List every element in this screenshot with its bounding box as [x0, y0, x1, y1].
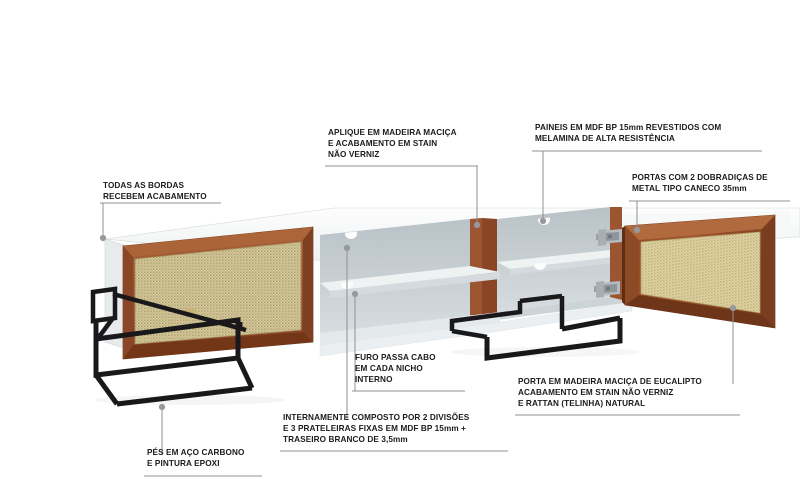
annotation-line: MELAMINA DE ALTA RESISTÊNCIA: [535, 132, 675, 143]
edge-finishing-note: TODAS AS BORDAS RECEBEM ACABAMENTO: [103, 181, 207, 201]
cabinet-wood-divider-face: [482, 218, 497, 320]
internal-composition-note: INTERNAMENTE COMPOSTO POR 2 DIVISÕES E 3 …: [283, 412, 470, 444]
leader-dot-dobradicas: [633, 226, 641, 234]
leader-dot-aplique: [473, 221, 481, 229]
annotation-line: TODAS AS BORDAS: [103, 181, 185, 190]
annotation-line: E RATTAN (TELINHA) NATURAL: [518, 399, 645, 408]
cabinet-bottom-edge: [319, 301, 633, 357]
cable-hole-icon-1: [345, 231, 358, 240]
annotation-line: FURO PASSA CABO: [355, 353, 436, 362]
leader-dot-furo: [351, 290, 359, 298]
right-door-frame-right-bevel: [762, 215, 775, 328]
annotation-line: RECEBEM ACABAMENTO: [103, 192, 207, 201]
annotation-line: EM CADA NICHO: [355, 364, 423, 373]
right-door-thickness-edge: [622, 226, 625, 305]
annotation-line: TRASEIRO BRANCO DE 3,5mm: [283, 435, 408, 444]
shadow-left: [95, 395, 285, 405]
annotation-line: E PINTURA EPOXI: [147, 459, 220, 468]
right-door-open[interactable]: [622, 214, 776, 329]
annotation-line: E 3 PRATELEIRAS FIXAS EM MDF BP 15mm +: [283, 424, 466, 433]
annotation-line: INTERNO: [355, 375, 393, 384]
solid-wood-applique-note: APLIQUE EM MADEIRA MACIÇA E ACABAMENTO EM…: [328, 128, 457, 159]
right-door-frame-left-bevel: [625, 226, 639, 305]
left-door-rattan-panel: [134, 241, 302, 345]
right-door-rattan-shading: [641, 232, 760, 313]
annotation-line: METAL TIPO CANECO 35mm: [632, 184, 747, 193]
annotation-line: E ACABAMENTO EM STAIN: [328, 139, 437, 148]
leader-dot-paineis: [539, 217, 547, 225]
left-door-frame-left-bevel: [123, 246, 133, 359]
annotation-line: APLIQUE EM MADEIRA MACIÇA: [328, 128, 457, 137]
annotation-line: NÃO VERNIZ: [328, 149, 380, 159]
cable-hole-icon-4: [534, 262, 547, 271]
left-steel-leg: [90, 286, 255, 407]
hinge-lower-icon: [594, 281, 620, 298]
leader-dot-interno: [343, 244, 351, 252]
right-door-rattan-panel: [640, 231, 761, 314]
annotation-line: PORTA EM MADEIRA MACIÇA DE EUCALIPTO: [518, 377, 702, 386]
left-door-rattan-shading: [135, 242, 301, 344]
hinge-group: [594, 229, 622, 298]
shelf-left-upper-surface: [320, 266, 500, 291]
steel-legs-note: PÉS EM AÇO CARBONO E PINTURA EPOXI: [147, 447, 245, 468]
steel-legs-group: [90, 286, 623, 407]
right-door-frame-bottom-bevel: [625, 295, 775, 328]
shelf-right-upper-edge: [510, 255, 632, 275]
annotation-line: PORTAS COM 2 DOBRADIÇAS DE: [632, 173, 768, 182]
niche-right-floor: [497, 297, 632, 320]
left-door-frame-top-bevel: [123, 227, 313, 257]
annotation-line: PAINEIS EM MDF BP 15mm REVESTIDOS COM: [535, 123, 721, 132]
cable-hole-note: FURO PASSA CABO EM CADA NICHO INTERNO: [355, 353, 436, 384]
left-door-frame-right-bevel: [303, 227, 313, 342]
leader-dot-bordas: [99, 234, 107, 242]
shelf-left-upper-edge: [330, 272, 500, 298]
leader-dot-porta: [729, 304, 737, 312]
shelf-right-upper-surface: [497, 250, 632, 269]
leader-dot-pes: [158, 403, 166, 411]
left-door-frame-bottom-bevel: [123, 332, 313, 359]
left-door-closed[interactable]: [122, 226, 314, 360]
annotation-line: PÉS EM AÇO CARBONO: [147, 447, 245, 457]
annotation-line: ACABAMENTO EM STAIN NÃO VERNIZ: [518, 387, 674, 397]
annotation-line: INTERNAMENTE COMPOSTO POR 2 DIVISÕES: [283, 412, 470, 422]
hinge-upper-icon: [596, 229, 622, 246]
right-door-frame-top-bevel: [625, 215, 775, 240]
metal-hinges-note: PORTAS COM 2 DOBRADIÇAS DE METAL TIPO CAN…: [632, 173, 768, 193]
annotation-leaders: [99, 150, 790, 477]
right-steel-leg: [449, 293, 623, 361]
